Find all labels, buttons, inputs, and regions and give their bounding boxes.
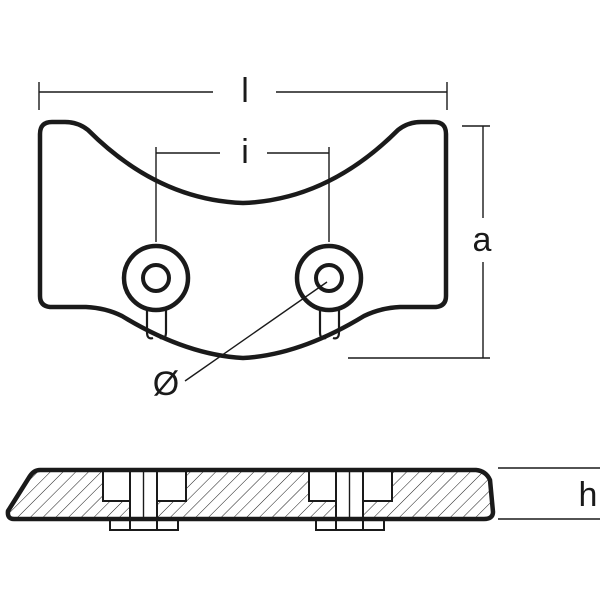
length-dimension: l xyxy=(38,72,448,110)
height-dimension: h xyxy=(498,467,600,520)
right-insert xyxy=(308,470,393,531)
anode-top-outline xyxy=(37,119,449,361)
right-ear-strap xyxy=(318,306,341,340)
diameter-callout: Ø xyxy=(153,281,328,403)
height-label: h xyxy=(579,476,598,514)
section-hatching xyxy=(7,470,493,519)
left-hole xyxy=(141,263,171,293)
diameter-label: Ø xyxy=(153,365,179,403)
width-dimension: a xyxy=(348,125,492,359)
side-section-view: h xyxy=(5,467,600,531)
top-view: l i Ø xyxy=(37,72,492,403)
left-mounting-hole xyxy=(121,243,191,340)
diameter-leader xyxy=(184,281,328,382)
spacing-label: i xyxy=(241,133,249,171)
width-label: a xyxy=(473,221,492,259)
left-insert xyxy=(102,470,187,531)
section-outline xyxy=(5,467,496,522)
length-label: l xyxy=(241,72,249,110)
left-ear-strap xyxy=(145,306,168,340)
hole-spacing-dimension: i xyxy=(155,133,330,242)
